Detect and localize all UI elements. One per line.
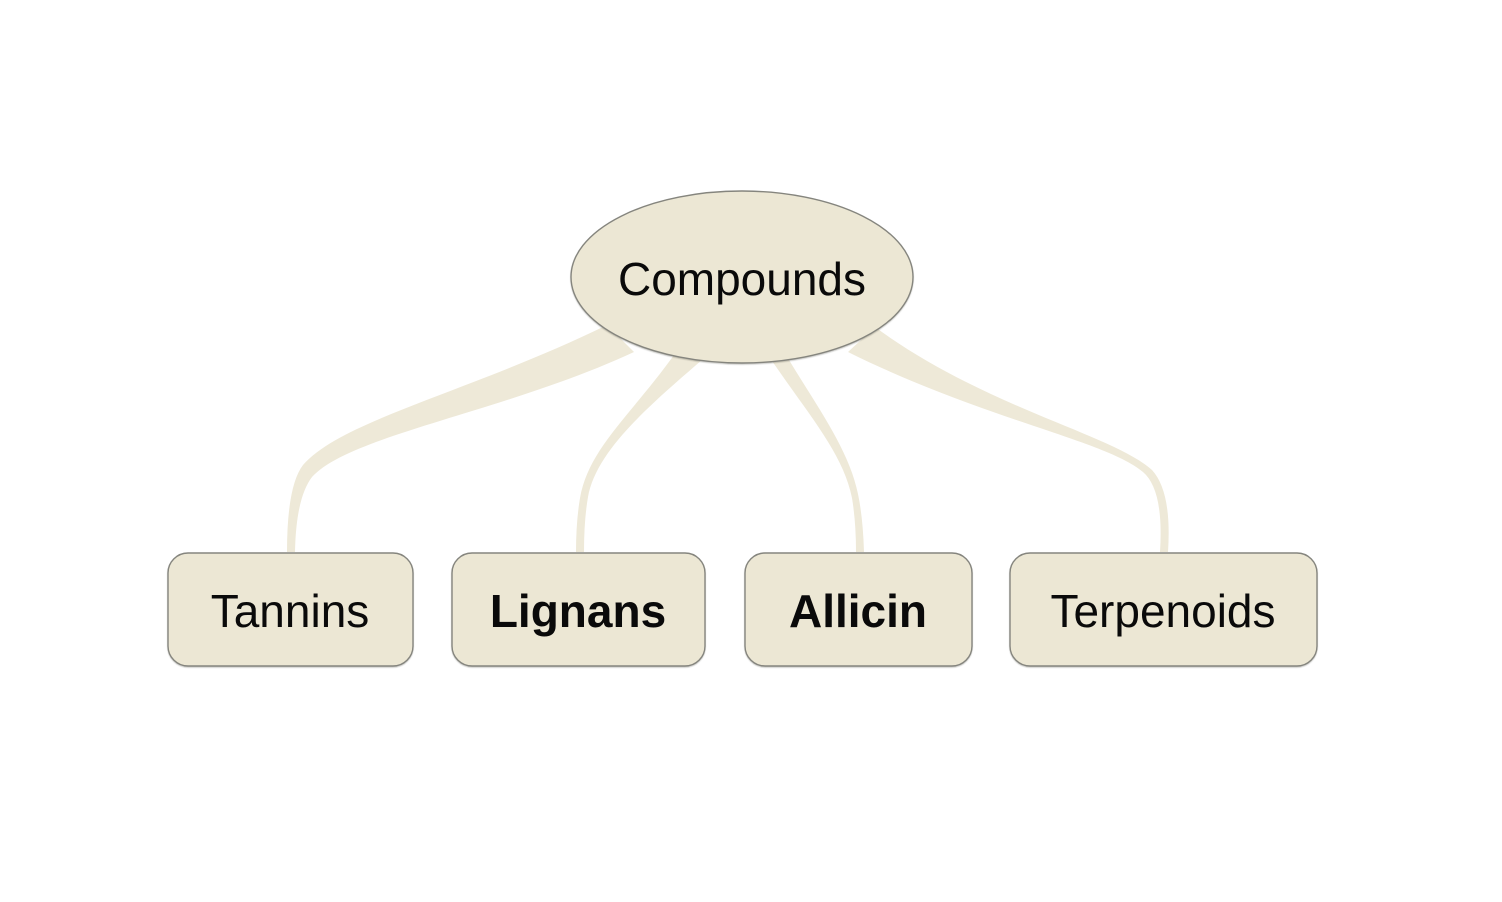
edge-compounds-tannins [287, 325, 634, 552]
node-lignans: Lignans [451, 552, 706, 667]
node-terpenoids-label: Terpenoids [1050, 585, 1275, 637]
node-allicin-shape [744, 552, 973, 667]
edge-compounds-allicin [766, 352, 864, 552]
node-lignans-shape [451, 552, 706, 667]
node-compounds-shape [570, 190, 914, 364]
edge-compounds-lignans [576, 348, 702, 552]
node-terpenoids-shape [1009, 552, 1318, 667]
node-tannins: Tannins [167, 552, 414, 667]
node-terpenoids: Terpenoids [1009, 552, 1318, 667]
node-tannins-label: Tannins [211, 585, 370, 637]
edge-compounds-terpenoids [848, 327, 1169, 552]
node-compounds: Compounds [570, 190, 914, 364]
node-compounds-label: Compounds [618, 253, 866, 305]
node-allicin-label: Allicin [789, 585, 927, 637]
node-allicin: Allicin [744, 552, 973, 667]
node-lignans-label: Lignans [490, 585, 666, 637]
edge-layer [287, 325, 1169, 552]
node-tannins-shape [167, 552, 414, 667]
